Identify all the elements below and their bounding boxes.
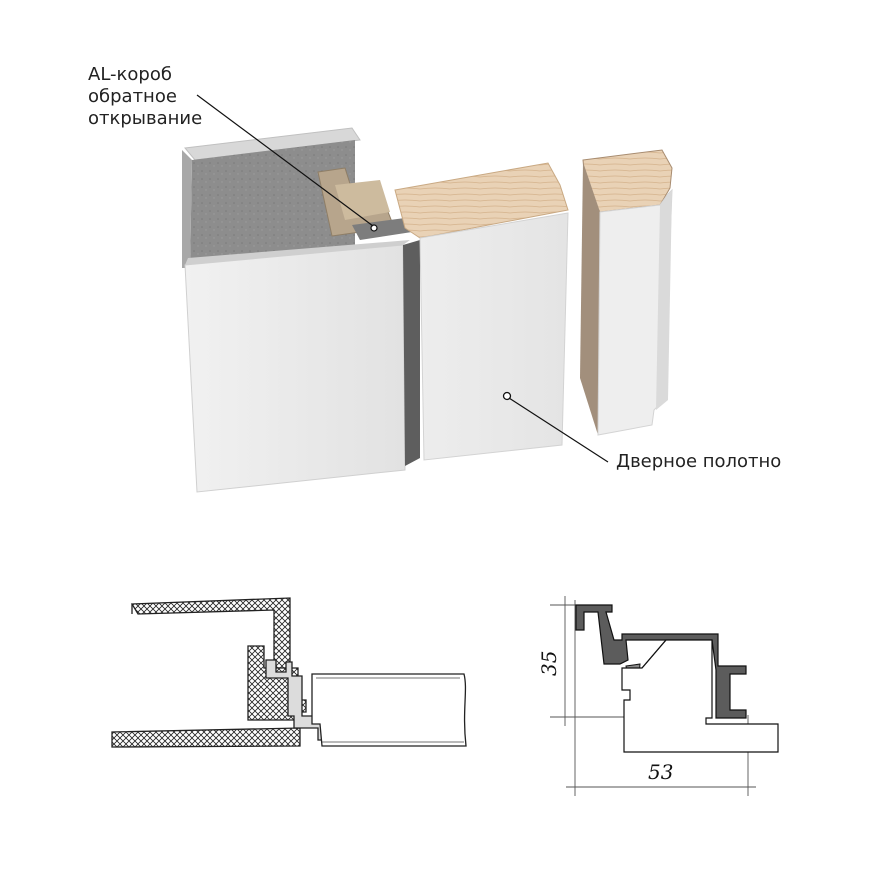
al-box-profile-3d xyxy=(317,167,420,466)
door-callout-point xyxy=(502,391,512,401)
door-wood-top xyxy=(394,162,569,239)
dimension-width: 53 xyxy=(648,760,673,784)
al-profile-shape xyxy=(575,604,747,719)
profile-drawing-right: 35 53 xyxy=(537,596,779,796)
door-edge-profile-3d xyxy=(580,149,673,436)
al-box-label-line-1: AL-короб xyxy=(88,64,172,85)
wall-3d-section xyxy=(182,127,410,493)
dimension-height: 35 xyxy=(537,651,561,676)
al-box-label-line-3: открывание xyxy=(88,108,202,129)
concrete-core xyxy=(190,140,355,268)
door-leaf-3d xyxy=(394,162,569,461)
gap-strip xyxy=(403,240,420,466)
al-box-label-line-2: обратное xyxy=(88,86,177,107)
al-box-leader-line xyxy=(196,94,374,227)
section-drawing-left xyxy=(111,597,467,748)
door-leader-line xyxy=(508,397,609,463)
door-leaf-section xyxy=(621,639,779,753)
wall-top-edge xyxy=(184,127,361,161)
wall-panel-face xyxy=(184,244,406,493)
door-leaf-face xyxy=(419,212,569,461)
door-leaf-label: Дверное полотно xyxy=(616,451,781,472)
